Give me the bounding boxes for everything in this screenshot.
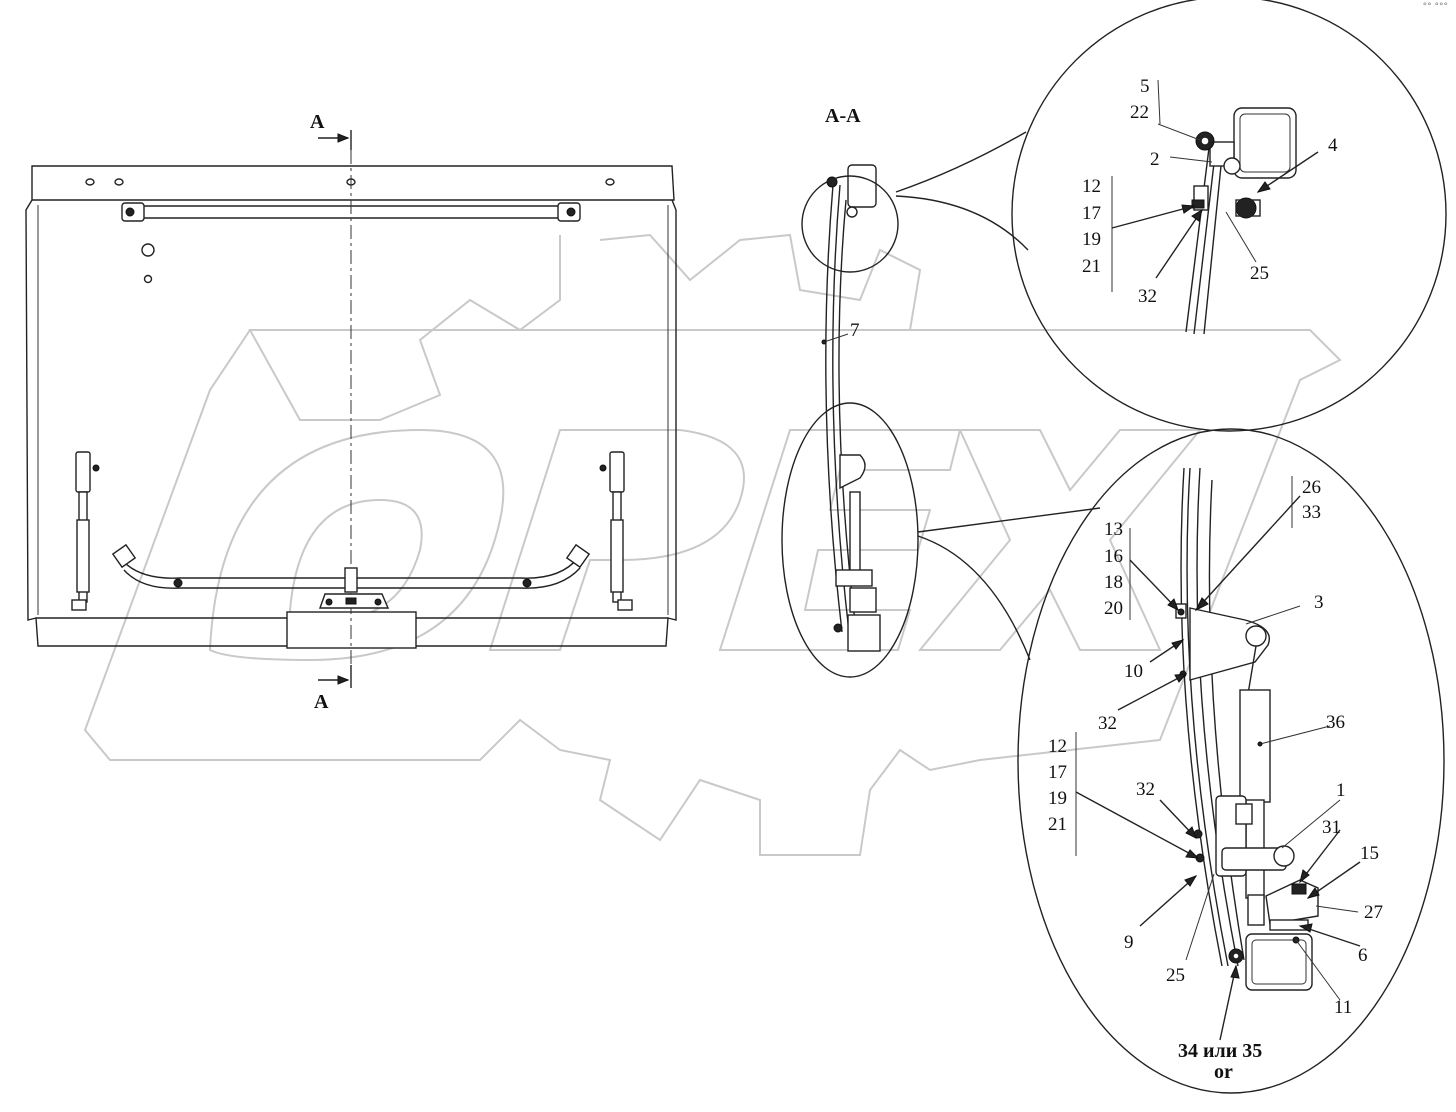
section-mark-bottom: A [314,691,329,713]
callout-4: 4 [1328,135,1338,156]
callout-32-lower: 32 [1136,779,1155,800]
callout-11: 11 [1334,997,1352,1018]
bottom-detail-view [1017,428,1445,1094]
callout-16: 16 [1104,546,1123,567]
callout-27: 27 [1364,902,1383,923]
callout-12b: 12 [1048,736,1067,757]
callout-3: 3 [1314,592,1324,613]
callout-1: 1 [1336,780,1346,801]
callout-21: 21 [1082,256,1101,277]
callout-34-35: 34 или 35 [1178,1040,1262,1062]
callout-36: 36 [1326,712,1345,733]
callout-18: 18 [1104,572,1123,593]
detail-connector-top-lower [895,195,1029,251]
callout-or: or [1214,1061,1233,1083]
callout-20: 20 [1104,598,1123,619]
callout-33: 33 [1302,502,1321,523]
top-detail-view [1011,0,1447,432]
callout-19b: 19 [1048,788,1067,809]
callout-12: 12 [1082,176,1101,197]
callout-15: 15 [1360,843,1379,864]
callout-7: 7 [850,320,860,341]
section-title: A-A [825,105,861,127]
callout-25: 25 [1250,263,1269,284]
callout-31: 31 [1322,817,1341,838]
callout-19: 19 [1082,229,1101,250]
section-view [781,164,919,678]
callout-13: 13 [1104,519,1123,540]
callout-32-upper: 32 [1098,713,1117,734]
front-view [25,130,677,688]
callout-10: 10 [1124,661,1143,682]
callout-17b: 17 [1048,762,1067,783]
callout-6: 6 [1358,945,1368,966]
callout-2: 2 [1150,149,1160,170]
detail-connector-top [895,131,1027,193]
callout-21b: 21 [1048,814,1067,835]
callout-22: 22 [1130,102,1149,123]
callout-32: 32 [1138,286,1157,307]
callout-17: 17 [1082,203,1101,224]
callout-26: 26 [1302,477,1321,498]
corner-mark: °° °°° [1422,2,1448,12]
detail-connector-bottom-lower [917,535,1031,661]
section-mark-top: A [310,111,325,133]
callout-5: 5 [1140,76,1150,97]
callout-25b: 25 [1166,965,1185,986]
detail-connector-bottom [917,507,1101,533]
callout-9: 9 [1124,932,1134,953]
watermark-logo [83,233,1342,856]
